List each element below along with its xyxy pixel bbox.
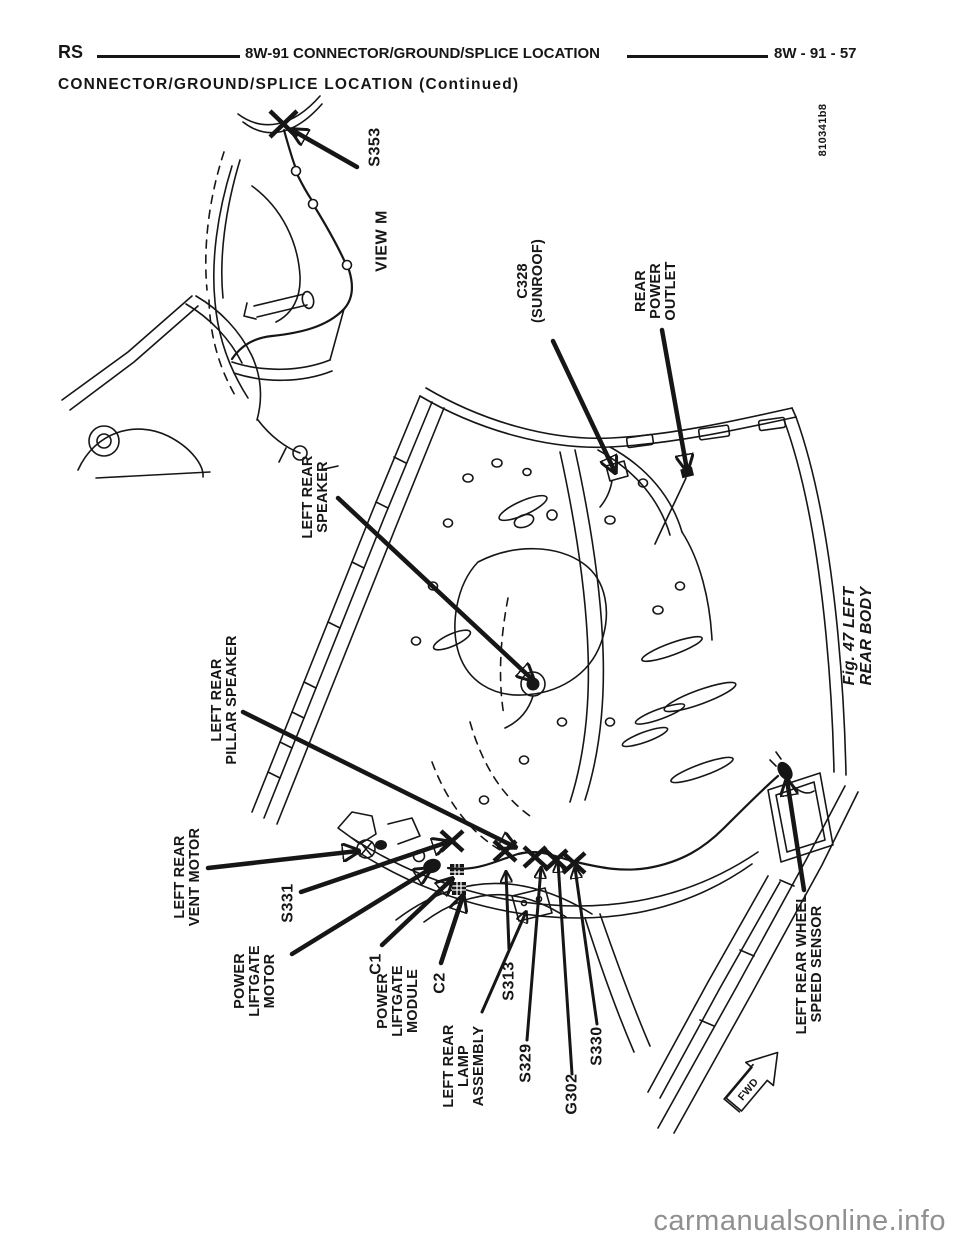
wheel-speed-sensor	[769, 751, 815, 794]
callout-s330: S330	[588, 1026, 606, 1066]
view-label: VIEW M	[373, 210, 391, 272]
continued-title: CONNECTOR/GROUND/SPLICE LOCATION (Contin…	[58, 76, 520, 93]
callout-left-rear-speaker: LEFT REAR SPEAKER	[299, 455, 331, 539]
vent-motor-assembly	[337, 811, 421, 859]
watermark: carmanualsonline.info	[653, 1205, 946, 1237]
callout-s329: S329	[517, 1043, 535, 1083]
callout-arrows	[205, 130, 807, 1076]
callout-power-liftgate-motor: POWER LIFTGATE MOTOR	[232, 945, 279, 1017]
callout-left-rear-pillar-speaker: LEFT REAR PILLAR SPEAKER	[208, 635, 240, 765]
callout-g302: G302	[563, 1073, 581, 1115]
model-code: RS	[58, 42, 84, 62]
callout-c2: C2	[431, 972, 449, 994]
callout-s331: S331	[279, 883, 297, 923]
page-reference: 8W - 91 - 57	[774, 45, 857, 62]
rear-power-outlet-connector	[654, 466, 695, 545]
callout-left-rear-vent-motor: LEFT REAR VENT MOTOR	[171, 827, 203, 927]
callout-s353: S353	[366, 127, 384, 167]
callout-left-rear-wheel-speed-sensor: LEFT REAR WHEEL SPEED SENSOR	[793, 893, 825, 1035]
left-rear-speaker-connector	[504, 671, 546, 729]
header-rule-right	[627, 55, 768, 58]
figure-caption: Fig. 47 LEFT REAR BODY	[841, 586, 875, 686]
plate-code: 810341b8	[817, 103, 830, 157]
callout-left-rear-lamp-assembly: LEFT REAR LAMP ASSEMBLY	[441, 1024, 488, 1108]
callout-power-liftgate-module: POWER LIFTGATE MODULE	[375, 965, 422, 1037]
section-title: 8W-91 CONNECTOR/GROUND/SPLICE LOCATION	[245, 45, 600, 62]
fwd-direction-arrow: FWD	[723, 1051, 779, 1113]
callout-c328-sunroof: C328 (SUNROOF)	[514, 239, 546, 323]
header-rule-left	[97, 55, 240, 58]
callout-rear-power-outlet: REAR POWER OUTLET	[633, 261, 680, 321]
view-m-inset-drawing	[61, 95, 354, 479]
callout-s313: S313	[500, 961, 518, 1001]
